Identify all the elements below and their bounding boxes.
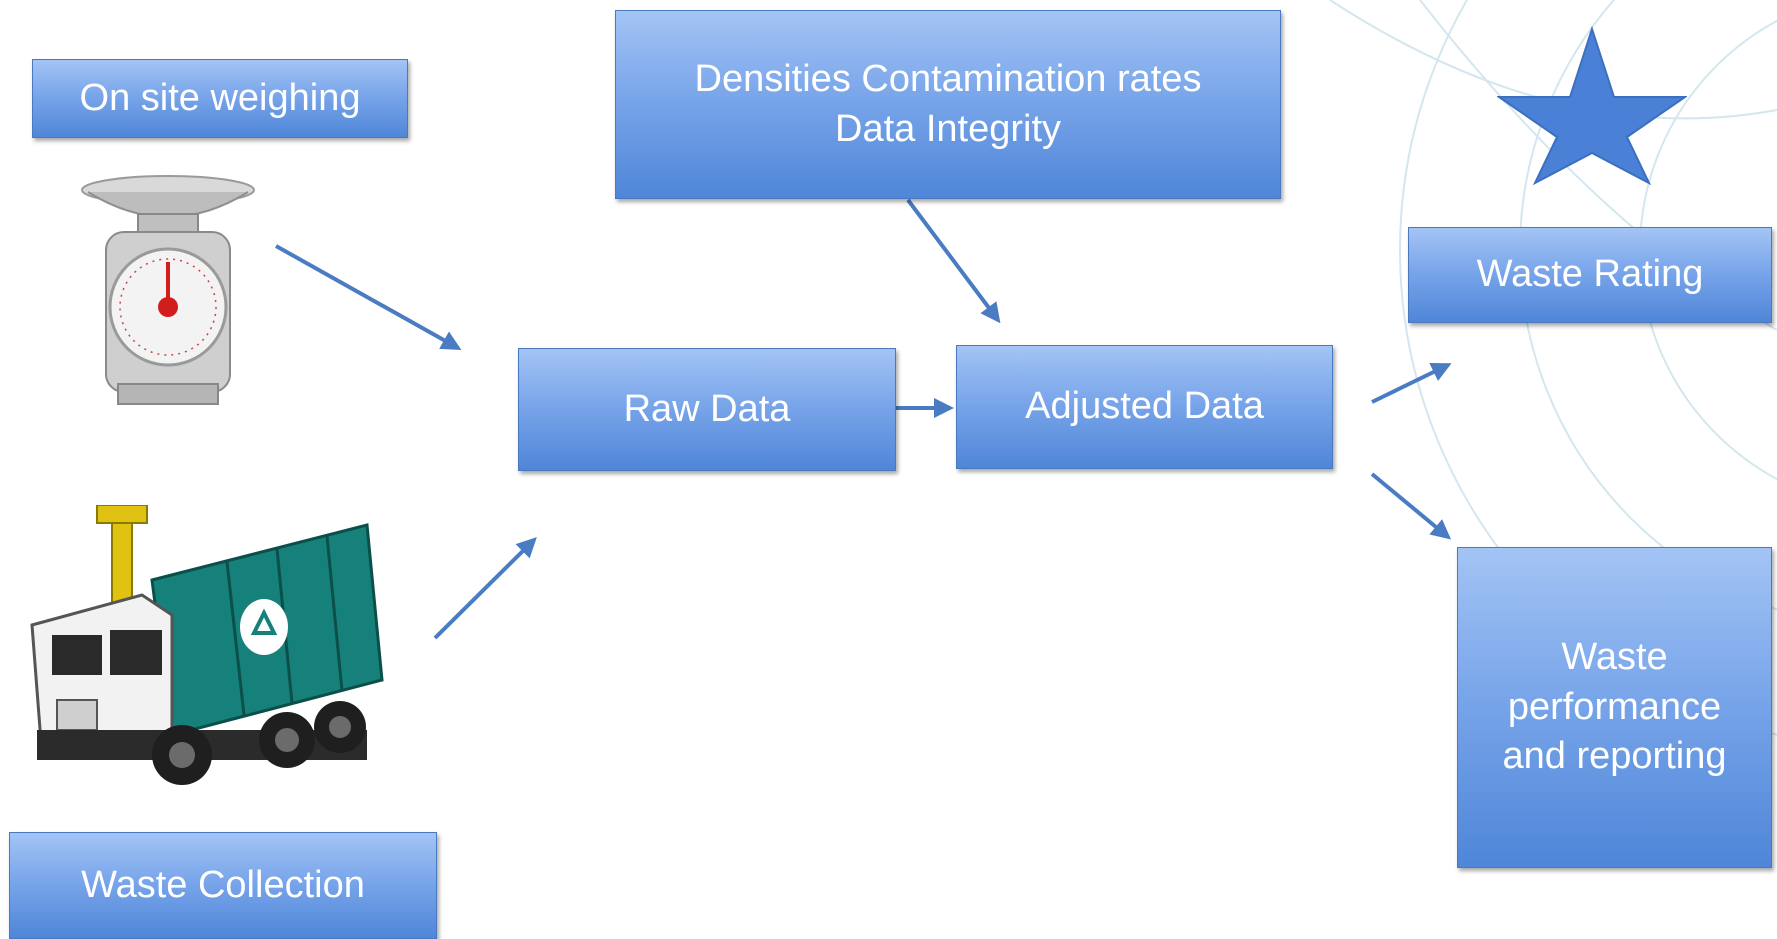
adjusted-data-label: Adjusted Data bbox=[1025, 385, 1264, 428]
raw-data-label: Raw Data bbox=[623, 387, 791, 430]
arrow-adjusted-to-rating bbox=[1371, 363, 1452, 404]
adjusted-data-box: Adjusted Data bbox=[956, 345, 1333, 469]
densities-box: Densities Contamination rates Data Integ… bbox=[615, 10, 1281, 199]
waste-rating-label: Waste Rating bbox=[1476, 253, 1704, 296]
on-site-weighing-label: On site weighing bbox=[79, 76, 361, 119]
on-site-weighing-box: On site weighing bbox=[32, 59, 408, 138]
star-icon bbox=[1497, 25, 1687, 185]
waste-performance-box: Waste performance and reporting bbox=[1457, 547, 1772, 868]
densities-label-line1: Densities Contamination rates bbox=[694, 58, 1202, 101]
arrow-scale-to-raw bbox=[275, 244, 462, 350]
arrow-adjusted-to-performance bbox=[1370, 472, 1452, 540]
garbage-truck-icon bbox=[30, 505, 384, 785]
waste-collection-box: Waste Collection bbox=[9, 832, 437, 939]
waste-collection-label: Waste Collection bbox=[81, 863, 365, 906]
densities-label-line2: Data Integrity bbox=[835, 107, 1061, 150]
waste-performance-label: Waste performance and reporting bbox=[1502, 636, 1727, 778]
arrow-truck-to-raw bbox=[433, 537, 537, 640]
waste-rating-box: Waste Rating bbox=[1408, 227, 1772, 323]
arrow-densities-to-adjusted bbox=[906, 198, 1001, 324]
raw-data-box: Raw Data bbox=[518, 348, 896, 471]
kitchen-scale-icon bbox=[81, 175, 255, 405]
